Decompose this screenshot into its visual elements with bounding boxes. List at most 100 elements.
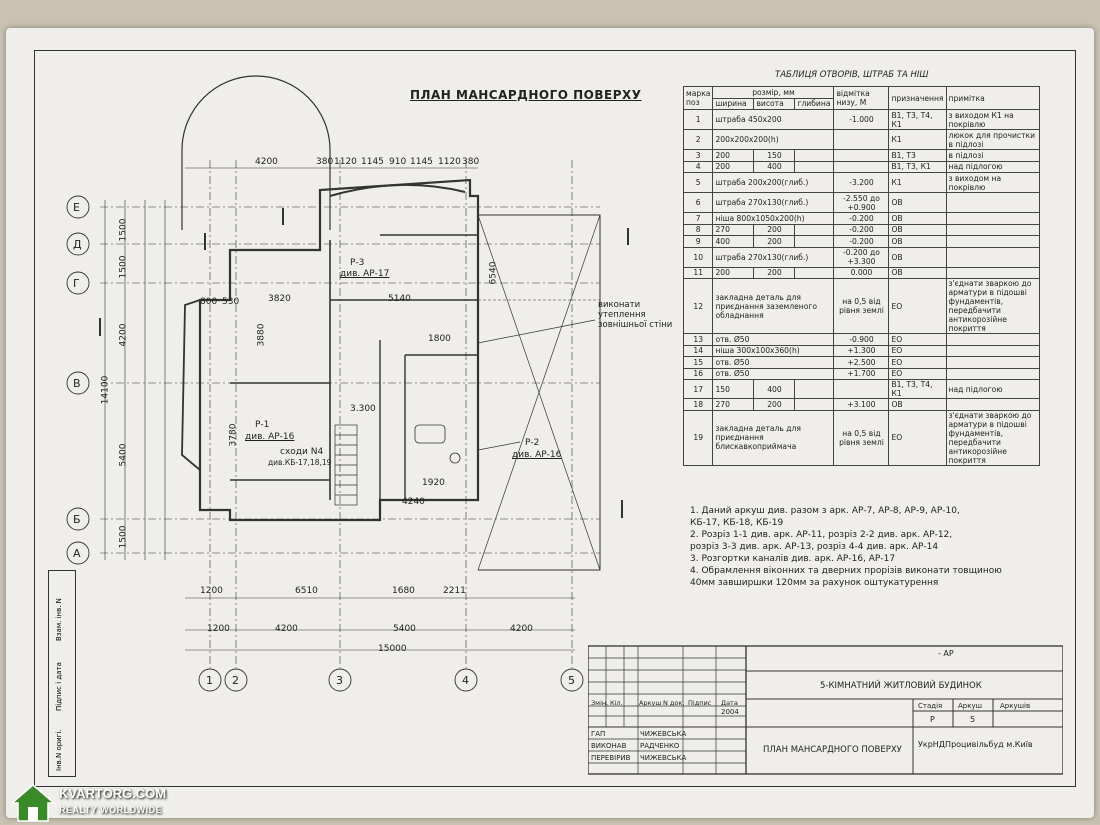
cell-h: 200 — [753, 266, 796, 279]
stamp-hdr-2: Аркуш — [639, 699, 662, 707]
cell-n: 4 — [682, 160, 714, 173]
openings-table: марка поз розмір, мм відмітка низу, М пр… — [682, 86, 1040, 466]
dim-left-total: 14100 — [100, 375, 111, 405]
cell-n: 3 — [682, 149, 714, 162]
notes-block: 1. Даний аркуш див. разом з арк. АР-7, А… — [690, 505, 1002, 589]
stamp-hdr-3: N док. — [663, 699, 685, 707]
th-mark: марка поз — [682, 86, 714, 110]
cell-note — [945, 212, 1040, 225]
cell-level: -0.200 — [833, 235, 890, 248]
name-gap: ЧИЖЕВСЬКА — [640, 730, 687, 738]
cell-size: 270 — [712, 398, 755, 411]
dim-bot2-3: 4200 — [510, 624, 533, 634]
note-line: КБ-17, КБ-18, КБ-19 — [690, 518, 784, 528]
cell-n: 19 — [682, 409, 714, 466]
cell-d — [794, 160, 835, 173]
cell-note: над підлогою — [945, 379, 1040, 399]
cell-note: з'єднати зваркою до арматури в підошві ф… — [945, 278, 1040, 334]
stage-value: Р — [930, 715, 935, 724]
cell-note — [945, 192, 1040, 213]
cell-note: з виходом К1 на покрівлю — [945, 109, 1040, 130]
cell-size: 200 — [712, 266, 755, 279]
dim-top-6: 1120 — [438, 157, 461, 167]
cell-n: 9 — [682, 235, 714, 248]
cell-size: ніша 800х1050х200(h) — [712, 212, 835, 225]
dim-bot2-0: 1200 — [207, 624, 230, 634]
cell-purpose: ОВ — [888, 398, 947, 411]
cell-d — [794, 398, 835, 411]
cell-n: 10 — [682, 246, 714, 268]
dim-bot2-1: 4200 — [275, 624, 298, 634]
cell-level: -3.200 — [833, 172, 890, 193]
cell-purpose: ОВ — [888, 246, 947, 268]
cell-note — [945, 246, 1040, 268]
cell-purpose: ОВ — [888, 266, 947, 279]
dim-inner-1: 5140 — [388, 294, 411, 304]
cell-n: 13 — [682, 333, 714, 346]
dim-left-3: 5400 — [118, 443, 129, 467]
room-p3-ref: див. АР-17 — [340, 269, 390, 279]
cell-level — [833, 160, 890, 173]
dim-top-1: 380 — [316, 157, 334, 167]
cell-h: 200 — [753, 398, 796, 411]
cell-purpose: В1, Т3, Т4, К1 — [888, 379, 947, 399]
cell-level: +3.100 — [833, 398, 890, 411]
cell-level: +1.300 — [833, 344, 890, 357]
dim-bot2-2: 5400 — [393, 624, 416, 634]
sheet-title: ПЛАН МАНСАРДНОГО ПОВЕРХУ — [763, 745, 902, 755]
cell-level — [833, 379, 890, 399]
th-height: висота — [753, 97, 796, 110]
cell-level: -0.200 до +3.300 — [833, 246, 890, 268]
cell-note: в підлозі — [945, 149, 1040, 162]
stamp-code: - АР — [938, 649, 954, 658]
note-line: 2. Розріз 1-1 див. арк. АР-11, розріз 2-… — [690, 530, 953, 540]
dim-bot1-0: 1200 — [200, 586, 223, 596]
cell-size: штраба 270х130(глиб.) — [712, 192, 835, 213]
side-label-0: Взам. інв. N — [55, 598, 63, 641]
cell-n: 2 — [682, 129, 714, 150]
cell-purpose: К1 — [888, 129, 947, 150]
sheet-value: 5 — [970, 715, 976, 724]
name-checker: ЧИЖЕВСЬКА — [640, 754, 687, 762]
note-line: 40мм завширшки 120мм за рахунок оштукату… — [690, 578, 939, 588]
stamp-hdr-4: Підпис — [688, 699, 712, 707]
cell-h: 400 — [753, 379, 796, 399]
cell-purpose: ЕО — [888, 333, 947, 346]
cell-n: 11 — [682, 266, 714, 279]
room-p2: Р-2 — [525, 438, 540, 448]
table-title: ТАБЛИЦЯ ОТВОРІВ, ШТРАБ ТА НІШ — [775, 70, 929, 80]
cell-note: над підлогою — [945, 160, 1040, 173]
cell-purpose: ЕО — [888, 409, 947, 466]
role-checker: ПЕРЕВІРИВ — [591, 754, 631, 762]
note-line: 4. Обрамлення віконних та дверних проріз… — [690, 566, 1002, 576]
axis-col-2: 2 — [232, 674, 239, 687]
axis-col-1: 1 — [206, 674, 213, 687]
cell-size: ніша 300х100х360(h) — [712, 344, 835, 357]
dim-left-2: 4200 — [118, 323, 129, 347]
room-p1: Р-1 — [255, 420, 270, 430]
cell-n: 12 — [682, 278, 714, 334]
cell-size: штраба 200х200(глиб.) — [712, 172, 835, 193]
cell-n: 15 — [682, 356, 714, 369]
cell-size: 200 — [712, 160, 755, 173]
axis-row-D: Д — [73, 238, 82, 251]
sheets-header: Аркушів — [1000, 702, 1031, 710]
dim-inner-0: 3820 — [268, 294, 291, 304]
stamp-date: 2004 — [721, 708, 739, 716]
cell-level: -0.200 — [833, 223, 890, 236]
cell-d — [794, 235, 835, 248]
dim-top-5: 1145 — [410, 157, 433, 167]
cell-level: -0.200 — [833, 212, 890, 225]
side-stamp-column: Взам. інв. N Підпис і дата Інв.N оригі. — [48, 570, 76, 777]
role-executor: ВИКОНАВ — [591, 742, 627, 750]
